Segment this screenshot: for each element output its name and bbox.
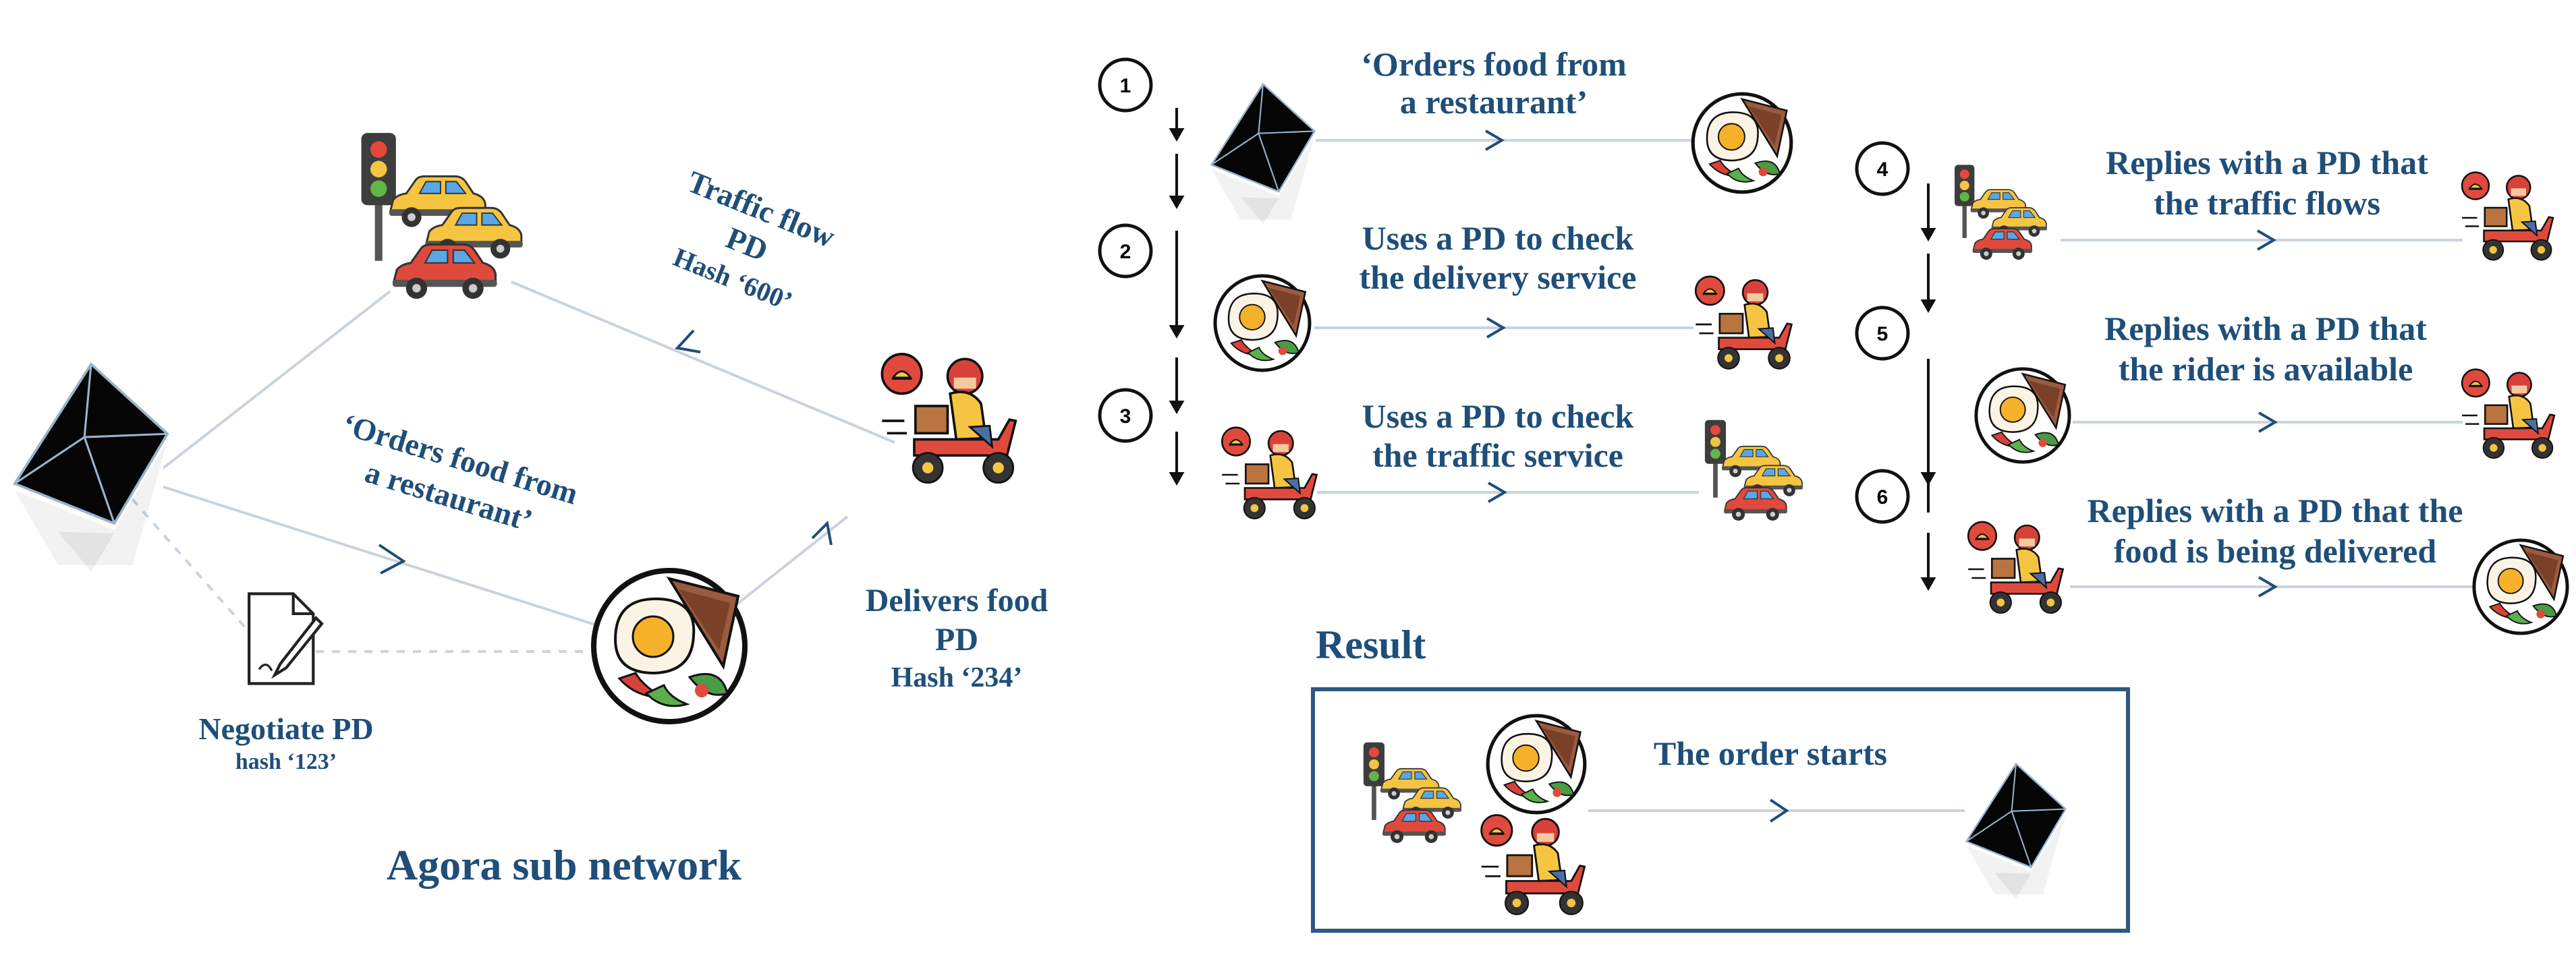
- step-5: 5 Replies with a PD that the rider is av…: [1855, 306, 2556, 462]
- delivery-scooter-icon: [2461, 368, 2556, 459]
- svg-text:6: 6: [1877, 486, 1888, 509]
- step-badge: [1855, 141, 1910, 196]
- negotiate-hash: hash ‘123’: [235, 749, 337, 774]
- svg-text:the delivery service: the delivery service: [1360, 258, 1637, 296]
- fried-egg-plate-icon: [594, 571, 745, 722]
- svg-text:Replies with a PD that: Replies with a PD that: [2104, 310, 2427, 347]
- svg-text:Replies with a PD that: Replies with a PD that: [2106, 144, 2428, 181]
- svg-text:4: 4: [1877, 158, 1888, 181]
- fried-egg-plate-icon: [1488, 716, 1585, 813]
- delivery-scooter-icon: [1967, 521, 2064, 614]
- delivery-scooter-icon: [1694, 275, 1793, 370]
- traffic-light-cars-icon: [1705, 420, 1803, 521]
- step-4-arrowhead: [2256, 229, 2276, 251]
- step-badge: [1855, 469, 1910, 524]
- step-2-arrowhead: [1486, 317, 1506, 339]
- step-timeline-left: [1169, 108, 1185, 486]
- step-5-arrowhead: [2258, 411, 2278, 433]
- svg-text:Replies with a PD that the: Replies with a PD that the: [2088, 492, 2463, 529]
- negotiate-label: Negotiate PD: [198, 712, 373, 746]
- step-4: 4 Replies with a PD that the traffic flo…: [1855, 141, 2554, 261]
- subnetwork-title: Agora sub network: [387, 841, 742, 889]
- svg-text:Delivers food: Delivers food: [866, 583, 1048, 618]
- svg-text:Uses a PD to check: Uses a PD to check: [1362, 397, 1634, 435]
- agent-icon: [1210, 83, 1316, 225]
- subnetwork-connectors: [131, 281, 895, 653]
- step-badge: [1855, 306, 1910, 361]
- fried-egg-plate-icon: [1976, 369, 2069, 462]
- result-title: Result: [1316, 623, 1426, 667]
- svg-text:PD: PD: [935, 622, 978, 658]
- result-arrowhead: [1769, 799, 1789, 823]
- step-3-arrowhead: [1487, 482, 1507, 503]
- svg-text:the traffic service: the traffic service: [1372, 436, 1623, 474]
- svg-text:3: 3: [1120, 405, 1131, 428]
- traffic-light-cars-icon: [362, 133, 523, 299]
- fried-egg-plate-icon: [1693, 94, 1791, 192]
- agent-icon: [1965, 763, 2067, 900]
- delivery-scooter-icon: [1480, 814, 1586, 916]
- delivers-label: Delivers food PD Hash ‘234’: [866, 583, 1048, 693]
- step-badge: [1098, 57, 1153, 113]
- step-6: 6 Replies with a PD that the food is bei…: [1855, 469, 2567, 633]
- step-badge: [1098, 223, 1153, 279]
- svg-text:2: 2: [1120, 241, 1131, 263]
- step-2: 2 Uses a PD to check the delivery servic…: [1098, 219, 1793, 370]
- step-badge: [1098, 388, 1153, 443]
- step-1-arrowhead: [1484, 129, 1505, 151]
- traffic-light-cars-icon: [1955, 165, 2047, 260]
- traffic-flow-label: Traffic flow PD Hash ‘600’: [669, 164, 840, 316]
- step-1: 1 ‘Orders food from a restaurant’: [1098, 45, 1791, 225]
- svg-text:Uses a PD to check: Uses a PD to check: [1362, 219, 1634, 257]
- svg-text:a restaurant’: a restaurant’: [1400, 83, 1588, 121]
- delivery-scooter-icon: [2461, 171, 2554, 261]
- result-text: The order starts: [1654, 734, 1887, 772]
- svg-text:1: 1: [1120, 75, 1131, 97]
- orders-label: ‘Orders food from a restaurant’: [339, 407, 582, 538]
- svg-text:the traffic flows: the traffic flows: [2154, 184, 2380, 222]
- subnetwork-arrowheads: [378, 329, 833, 575]
- traffic-light-cars-icon: [1364, 743, 1461, 843]
- svg-text:Hash ‘234’: Hash ‘234’: [891, 662, 1023, 693]
- result-box: [1311, 687, 2130, 933]
- svg-text:‘Orders food from: ‘Orders food from: [1361, 45, 1626, 83]
- agent-icon: [15, 364, 167, 572]
- svg-text:5: 5: [1877, 323, 1888, 345]
- fried-egg-plate-icon: [1215, 276, 1310, 370]
- delivery-scooter-icon: [1221, 426, 1318, 520]
- svg-text:the rider is available: the rider is available: [2119, 350, 2413, 388]
- step-3: 3 Uses a PD to check the traffic service: [1098, 388, 1803, 521]
- result-content: The order starts: [1364, 716, 2067, 916]
- delivery-scooter-icon: [880, 353, 1017, 484]
- document-pen-icon: [249, 594, 322, 683]
- step-6-arrowhead: [2258, 576, 2278, 598]
- step-timeline-right: [1920, 183, 1936, 591]
- fried-egg-plate-icon: [2474, 540, 2567, 633]
- svg-text:food is being delivered: food is being delivered: [2114, 532, 2436, 570]
